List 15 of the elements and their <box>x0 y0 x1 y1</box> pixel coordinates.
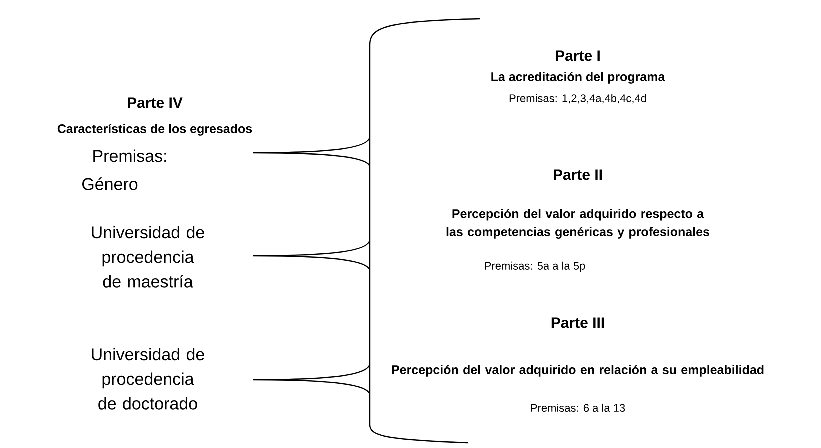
premise-text: Premisas: 1,2,3,4a,4b,4c,4d <box>510 94 646 104</box>
premise-text: Premisas: 5a a la 5p <box>485 262 586 272</box>
section-subtitle: Percepción del valor adquirido en relación a su empleabilidad <box>392 365 764 377</box>
premise-text: Premisas: 6 a la 13 <box>531 404 626 412</box>
section-heading: Parte I <box>556 50 600 62</box>
section-heading: Parte III <box>552 318 604 328</box>
section-heading: Parte IV <box>128 98 183 108</box>
category-text: Universidad de procedencia de maestría <box>92 226 204 288</box>
category-text: Universidad de procedencia de doctorado <box>92 348 204 410</box>
premise-text: Premisas: <box>94 150 166 162</box>
section-subtitle: Características de los egresados <box>58 124 252 136</box>
category-text: Género <box>82 178 138 190</box>
section-subtitle: Percepción del valor adquirido respecto a las competencias genéricas y profesionales <box>446 209 710 239</box>
section-heading: Parte II <box>554 170 602 180</box>
section-subtitle: La acreditación del programa <box>492 72 666 84</box>
